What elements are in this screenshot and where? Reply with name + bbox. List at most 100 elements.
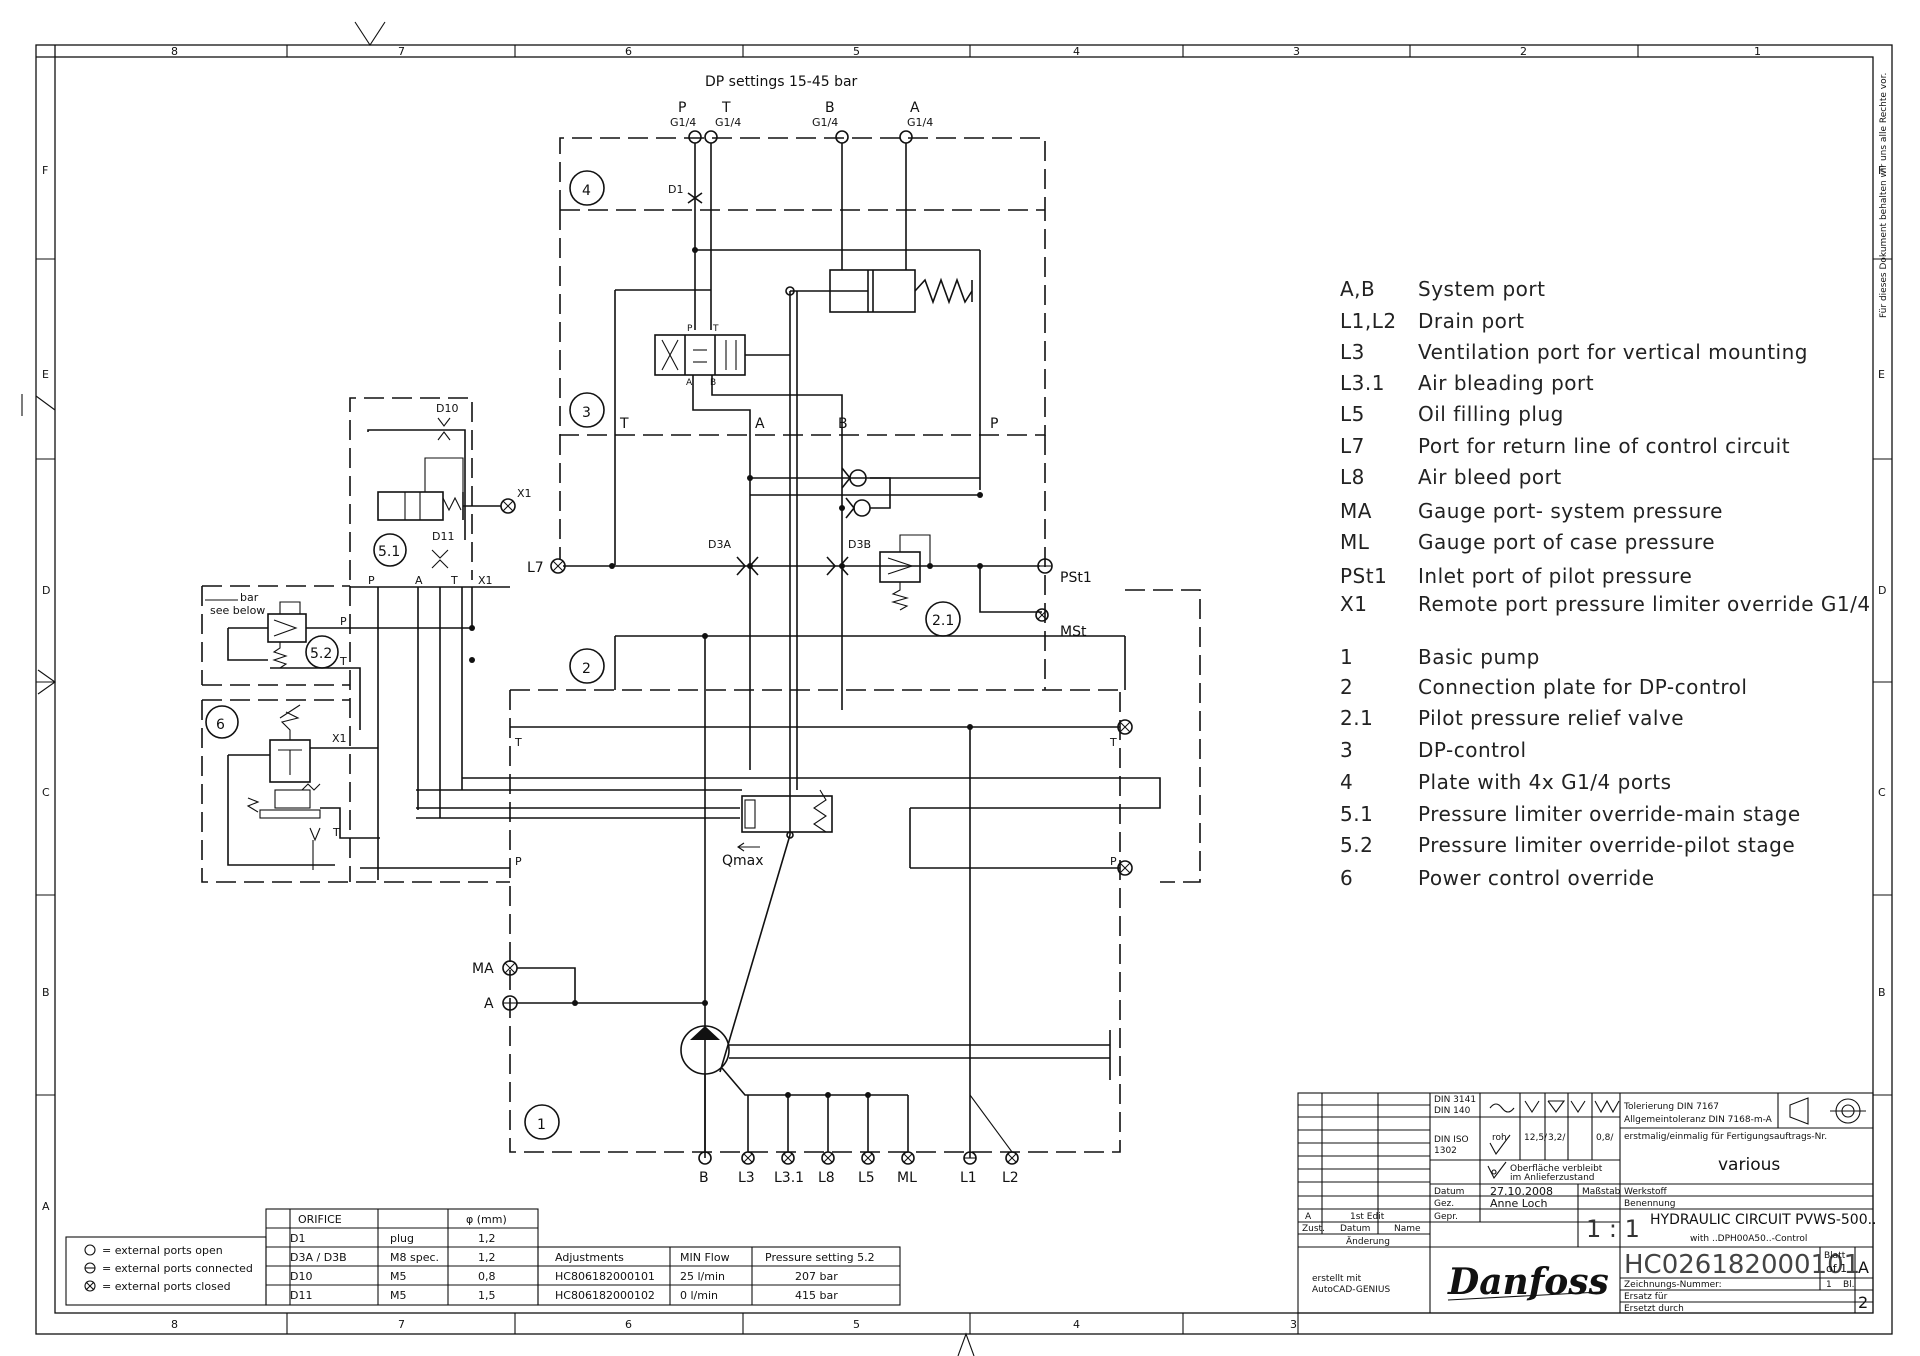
orifice-cell: M5 (390, 1270, 407, 1283)
ersetzt-durch-label: Ersetzt durch (1624, 1304, 1684, 1314)
a-label: A (484, 996, 494, 1012)
orifice-cell: 1,2 (478, 1232, 496, 1245)
col-label: 8 (171, 45, 178, 58)
circle-6 (205, 705, 239, 739)
circle-2-1-label: 2.1 (932, 613, 954, 629)
box3-b-label: B (838, 416, 848, 432)
circle-1-label: 1 (537, 1117, 546, 1133)
legend-desc: Air bleading port (1418, 371, 1594, 395)
legend-desc: Air bleed port (1418, 465, 1562, 489)
orifice-header: φ (mm) (466, 1213, 507, 1226)
massstab-label: Maßstab (1582, 1187, 1621, 1197)
legend-code: L3.1 (1340, 371, 1385, 395)
col-label: 2 (1520, 45, 1527, 58)
port-a-circle (899, 130, 913, 144)
revision-number: 2 (1858, 1293, 1868, 1312)
orifice-cell: D3A / D3B (290, 1251, 347, 1264)
legend-desc: Oil filling plug (1418, 402, 1564, 426)
sheet-number: 1 (1826, 1280, 1832, 1290)
created-with-2: AutoCAD-GENIUS (1312, 1285, 1390, 1295)
pilot-p-label: P (340, 615, 347, 628)
d10-label: D10 (436, 402, 458, 415)
drawing-number-label: Zeichnungs-Nummer: (1624, 1280, 1722, 1290)
legend-desc: Power control override (1418, 866, 1655, 890)
circle-2-label: 2 (582, 661, 591, 677)
title-block: A 1st Edit Zust. Datum Name Änderung DIN… (1297, 1092, 1877, 1314)
circle-4-label: 4 (582, 183, 591, 199)
valve-a-label: A (686, 378, 693, 388)
power-x1-label: X1 (332, 732, 347, 745)
legend-code: 3 (1340, 738, 1353, 762)
adjustments-cell: HC806182000102 (555, 1289, 655, 1302)
mod-p-label: P (368, 574, 375, 587)
revision-letter: A (1858, 1258, 1869, 1277)
orifice-cell: 1,2 (478, 1251, 496, 1264)
qmax-cylinder (741, 795, 833, 833)
bottom-port-label: L1 (960, 1170, 977, 1186)
din-iso-no: 1302 (1434, 1146, 1457, 1156)
legend-code: L7 (1340, 434, 1365, 458)
bottom-port-label: L3.1 (774, 1170, 804, 1186)
drawing-title-line1: HYDRAULIC CIRCUIT PVWS-500.. (1650, 1212, 1877, 1228)
open-port-icon (84, 1244, 96, 1256)
legend-desc: Drain port (1418, 309, 1524, 333)
col-label: 4 (1073, 1318, 1080, 1331)
col-label: 3 (1290, 1318, 1297, 1331)
check-valve (853, 499, 871, 517)
mst-label: MSt (1060, 624, 1087, 640)
rights-notice: Für dieses Dokument behalten wir uns all… (1879, 73, 1889, 318)
port-a-label: A (910, 100, 920, 116)
orifice-cell: D1 (290, 1232, 305, 1245)
bottom-port-label: ML (897, 1170, 917, 1186)
roughness-roh: roh (1492, 1133, 1507, 1143)
orifice-cell: D10 (290, 1270, 312, 1283)
circle-5-1-label: 5.1 (378, 544, 400, 560)
pilot-t-label: T (339, 655, 347, 668)
ma-label: MA (472, 961, 494, 977)
valve-t-label: T (712, 324, 719, 334)
orifice-table: ORIFICE φ (mm) D1 plug 1,2 D3A / D3B M8 … (265, 1208, 539, 1306)
module-circles: 4 3 2 2.1 1 (524, 170, 961, 1140)
d3b-label: D3B (848, 538, 871, 551)
adjustments-table: Adjustments MIN Flow Pressure setting 5.… (537, 1246, 901, 1306)
ersatz-fuer-label: Ersatz für (1624, 1292, 1668, 1302)
gepr-label: Gepr. (1434, 1212, 1458, 1222)
port-a-size: G1/4 (907, 116, 933, 129)
port-key-open: = external ports open (102, 1244, 223, 1257)
col-label: 4 (1073, 45, 1080, 58)
legend-desc: Gauge port- system pressure (1418, 499, 1723, 523)
datum-label: Datum (1434, 1187, 1464, 1197)
datum-value: 27.10.2008 (1490, 1185, 1553, 1198)
col-label: 6 (625, 45, 632, 58)
legend-desc: Basic pump (1418, 645, 1540, 669)
legend-desc: DP-control (1418, 738, 1527, 762)
circle-5-2-label: 5.2 (310, 646, 332, 662)
frame-labels: 8 7 6 5 4 3 2 1 8 7 6 5 4 3 F E D C B A … (42, 45, 1889, 1331)
port-p-size: G1/4 (670, 116, 696, 129)
werkstoff-label: Werkstoff (1624, 1187, 1668, 1197)
legend-code: 6 (1340, 866, 1353, 890)
circle-6-label: 6 (216, 717, 225, 733)
legend-code: L3 (1340, 340, 1365, 364)
row-label: B (42, 986, 50, 999)
d3a-label: D3A (708, 538, 731, 551)
pump-1-boundary (509, 690, 1121, 1153)
drawing-number: HC026182000101 (1624, 1250, 1860, 1280)
adjustments-cell: 415 bar (795, 1289, 838, 1302)
dp-settings-label: DP settings 15-45 bar (705, 74, 858, 90)
right-p-label: P (1110, 855, 1117, 868)
right-port-boundary (1125, 589, 1201, 883)
legend-desc: Pilot pressure relief valve (1418, 706, 1684, 730)
see-below-label: see below (210, 604, 265, 617)
row-label: C (42, 786, 50, 799)
legend-code: X1 (1340, 592, 1367, 616)
pst1-label: PSt1 (1060, 570, 1092, 586)
col-label: 7 (398, 45, 405, 58)
mod-a-label: A (415, 574, 423, 587)
plate-4-boundary (559, 137, 1046, 211)
gez-label: Gez. (1434, 1199, 1454, 1209)
row-label: D (42, 584, 50, 597)
left-t-label: T (514, 736, 522, 749)
row-label: B (1878, 986, 1886, 999)
projection-icon (1789, 1097, 1809, 1125)
